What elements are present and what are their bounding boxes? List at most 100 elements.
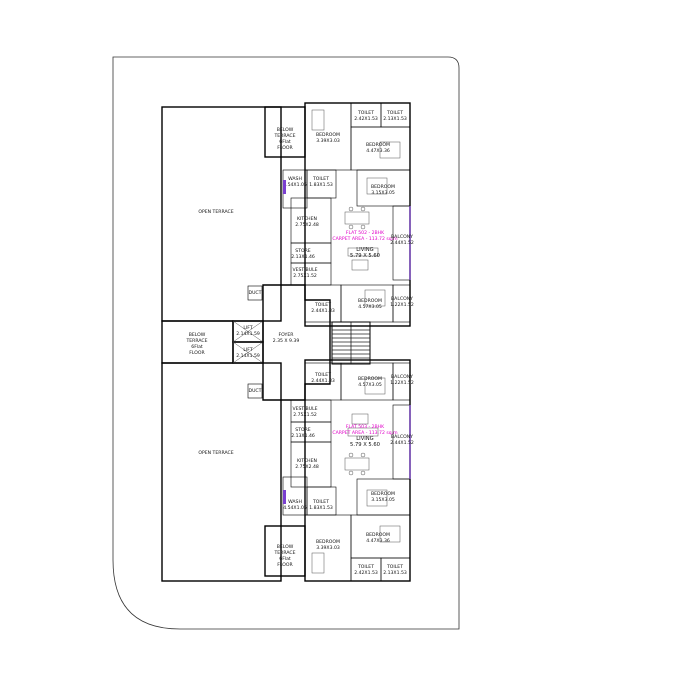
- foyer-size: 2.35 X 9.39: [273, 338, 300, 344]
- svg-text:4.57X3.05: 4.57X3.05: [358, 382, 382, 388]
- svg-text:1.22X1.52: 1.22X1.52: [390, 302, 414, 308]
- svg-text:BELOW: BELOW: [277, 127, 294, 133]
- svg-text:TERRACE: TERRACE: [273, 550, 295, 556]
- svg-text:WASH: WASH: [288, 499, 302, 505]
- svg-text:VESTIBULE: VESTIBULE: [292, 267, 317, 273]
- svg-text:BEDROOM: BEDROOM: [371, 184, 395, 190]
- svg-text:3.39X3.03: 3.39X3.03: [316, 138, 340, 144]
- svg-text:4.47X3.36: 4.47X3.36: [366, 538, 390, 544]
- open-terrace-lower-label: OPEN TERRACE: [198, 450, 233, 456]
- svg-text:1.22X1.52: 1.22X1.52: [390, 380, 414, 386]
- svg-text:2.44X1.83: 2.44X1.83: [311, 378, 335, 384]
- svg-text:TERRACE: TERRACE: [273, 133, 295, 139]
- svg-text:FLOOR: FLOOR: [277, 145, 293, 151]
- svg-text:3.15X3.05: 3.15X3.05: [371, 190, 395, 196]
- svg-text:KITCHEN: KITCHEN: [297, 458, 317, 464]
- lift-2-name: LIFT: [243, 347, 252, 353]
- svg-text:BEDROOM: BEDROOM: [358, 376, 382, 382]
- svg-text:BELOW: BELOW: [189, 332, 206, 338]
- flat-bottom: TOILET 2.44X1.83 BEDROOM 4.57X3.05 VESTI…: [282, 359, 414, 582]
- foyer-name: FOYER: [279, 332, 295, 338]
- lift-1-size: 2.14X1.59: [236, 331, 260, 337]
- balcony-top-lower: [392, 284, 411, 323]
- svg-text:BEDROOM: BEDROOM: [316, 539, 340, 545]
- svg-text:VESTIBULE: VESTIBULE: [292, 406, 317, 412]
- svg-text:CARPET AREA - 113.72 sq.m: CARPET AREA - 113.72 sq.m: [332, 236, 398, 242]
- svg-text:BALCONY: BALCONY: [391, 374, 413, 380]
- below-terrace-top-label: BELOW TERRACE 6Flat FLOOR: [273, 127, 295, 151]
- svg-text:2.44X1.83: 2.44X1.83: [311, 308, 335, 314]
- lift-1-name: LIFT: [243, 325, 252, 331]
- svg-text:6Flat: 6Flat: [279, 556, 291, 562]
- svg-text:LIVING: LIVING: [356, 436, 373, 442]
- svg-text:3.39X3.03: 3.39X3.03: [316, 545, 340, 551]
- svg-text:5.79 X 5.60: 5.79 X 5.60: [350, 442, 380, 448]
- svg-text:BEDROOM: BEDROOM: [358, 298, 382, 304]
- svg-text:2.13X1.53: 2.13X1.53: [383, 570, 407, 576]
- wash: [282, 169, 308, 209]
- svg-text:TOILET: TOILET: [386, 564, 403, 570]
- svg-text:TERRACE: TERRACE: [185, 338, 207, 344]
- toilet-2: [380, 557, 411, 582]
- below-terrace-bottom-label: BELOW TERRACE 6Flat FLOOR: [273, 544, 295, 568]
- svg-text:BEDROOM: BEDROOM: [366, 142, 390, 148]
- bedroom-3: [356, 478, 411, 516]
- svg-text:6Flat: 6Flat: [191, 344, 203, 350]
- svg-text:WASH: WASH: [288, 176, 302, 182]
- svg-text:TOILET: TOILET: [312, 499, 329, 505]
- svg-text:FLOOR: FLOOR: [189, 350, 205, 356]
- svg-text:KITCHEN: KITCHEN: [297, 216, 317, 222]
- svg-text:2.13X1.46: 2.13X1.46: [291, 433, 315, 439]
- svg-text:1.83X1.53: 1.83X1.53: [309, 505, 333, 511]
- bedroom-3: [356, 169, 411, 207]
- svg-text:2.42X1.53: 2.42X1.53: [354, 116, 378, 122]
- svg-text:2.44X1.52: 2.44X1.52: [390, 440, 414, 446]
- svg-text:TOILET: TOILET: [314, 372, 331, 378]
- duct-bottom-label: DUCT: [249, 388, 262, 394]
- open-terrace-upper-label: OPEN TERRACE: [198, 209, 233, 215]
- lift-2-size: 2.14X1.59: [236, 353, 260, 359]
- svg-text:STORE: STORE: [295, 427, 311, 433]
- svg-text:3.15X3.05: 3.15X3.05: [371, 497, 395, 503]
- svg-text:TOILET: TOILET: [312, 176, 329, 182]
- duct-bottom: [247, 383, 263, 399]
- svg-text:1.83X1.53: 1.83X1.53: [309, 182, 333, 188]
- svg-text:FLAT 502 - 2BHK: FLAT 502 - 2BHK: [346, 230, 385, 236]
- svg-text:BEDROOM: BEDROOM: [371, 491, 395, 497]
- svg-text:2.75X2.48: 2.75X2.48: [295, 464, 319, 470]
- svg-text:2.75X1.52: 2.75X1.52: [293, 412, 317, 418]
- svg-text:4.54X1.05: 4.54X1.05: [283, 505, 307, 511]
- svg-text:6Flat: 6Flat: [279, 139, 291, 145]
- svg-text:LIVING: LIVING: [356, 247, 373, 253]
- balcony-bottom-upper: [392, 362, 411, 401]
- svg-text:CARPET AREA - 113.72 sq.m: CARPET AREA - 113.72 sq.m: [332, 430, 398, 436]
- below-terrace-mid-label: BELOW TERRACE 6Flat FLOOR: [185, 332, 207, 356]
- svg-text:4.57X3.05: 4.57X3.05: [358, 304, 382, 310]
- svg-text:BEDROOM: BEDROOM: [316, 132, 340, 138]
- svg-text:FLOOR: FLOOR: [277, 562, 293, 568]
- flat-top: BEDROOM 3.39X3.03 TOILET 2.42X1.53 TOILE…: [282, 102, 414, 327]
- svg-text:BELOW: BELOW: [277, 544, 294, 550]
- plot-boundary: [112, 56, 460, 630]
- svg-text:BEDROOM: BEDROOM: [366, 532, 390, 538]
- svg-text:2.44X1.52: 2.44X1.52: [390, 240, 414, 246]
- svg-text:STORE: STORE: [295, 248, 311, 254]
- svg-text:TOILET: TOILET: [314, 302, 331, 308]
- svg-text:2.75X1.52: 2.75X1.52: [293, 273, 317, 279]
- svg-text:BALCONY: BALCONY: [391, 234, 413, 240]
- svg-text:2.13X1.46: 2.13X1.46: [291, 254, 315, 260]
- svg-text:2.42X1.53: 2.42X1.53: [354, 570, 378, 576]
- svg-text:FLAT 503 - 2BHK: FLAT 503 - 2BHK: [346, 424, 385, 430]
- svg-text:BALCONY: BALCONY: [391, 296, 413, 302]
- svg-text:TOILET: TOILET: [357, 110, 374, 116]
- svg-text:BALCONY: BALCONY: [391, 434, 413, 440]
- svg-text:2.13X1.53: 2.13X1.53: [383, 116, 407, 122]
- staircase: [331, 321, 371, 365]
- duct-top: [247, 285, 263, 301]
- svg-text:2.75X2.48: 2.75X2.48: [295, 222, 319, 228]
- svg-text:4.47X3.36: 4.47X3.36: [366, 148, 390, 154]
- svg-text:TOILET: TOILET: [386, 110, 403, 116]
- svg-text:TOILET: TOILET: [357, 564, 374, 570]
- svg-text:4.54X1.05: 4.54X1.05: [283, 182, 307, 188]
